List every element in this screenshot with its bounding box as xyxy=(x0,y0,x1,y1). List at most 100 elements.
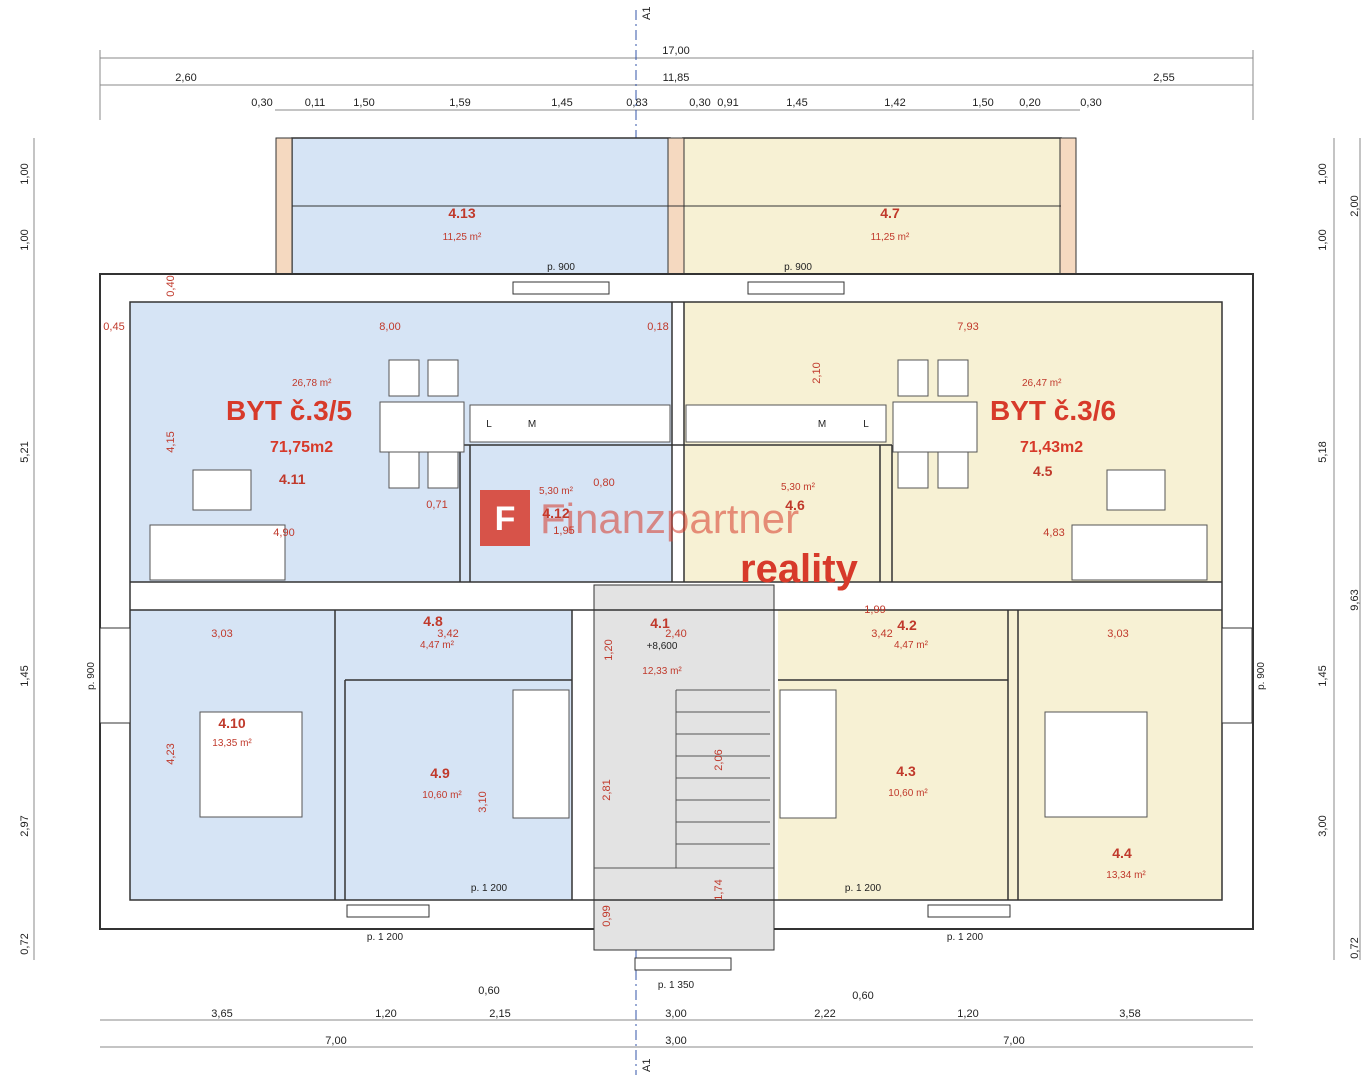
dim-top-mid: 11,85 xyxy=(663,72,690,84)
svg-text:8,00: 8,00 xyxy=(379,321,400,333)
svg-text:p. 900: p. 900 xyxy=(1256,662,1267,690)
svg-text:3,03: 3,03 xyxy=(1107,628,1128,640)
balcony-wall-right xyxy=(1059,137,1077,275)
svg-text:2,15: 2,15 xyxy=(489,1008,510,1020)
svg-text:10,60 m²: 10,60 m² xyxy=(422,790,462,801)
svg-text:4.4: 4.4 xyxy=(1112,845,1132,861)
svg-text:4.6: 4.6 xyxy=(785,497,805,513)
svg-text:0,91: 0,91 xyxy=(717,97,738,109)
dims-right-labels: 2,00 1,00 1,00 5,18 9,63 1,45 3,00 0,72 xyxy=(1317,163,1361,958)
svg-text:0,40: 0,40 xyxy=(165,275,177,296)
svg-text:11,25 m²: 11,25 m² xyxy=(443,232,482,243)
svg-text:0,72: 0,72 xyxy=(1349,937,1361,958)
room-4-5: 4.5 xyxy=(1033,463,1053,479)
kitchen-counter-left xyxy=(469,404,671,443)
dimension-lines-top xyxy=(99,50,1254,120)
svg-text:M: M xyxy=(528,419,536,430)
svg-text:0,80: 0,80 xyxy=(593,477,614,489)
svg-text:1,20: 1,20 xyxy=(957,1008,978,1020)
axis-label-top: A1 xyxy=(641,7,653,20)
svg-text:5,21: 5,21 xyxy=(19,441,31,462)
svg-text:12,33 m²: 12,33 m² xyxy=(642,666,682,677)
svg-text:3,10: 3,10 xyxy=(477,791,489,812)
stair-treads xyxy=(594,689,774,869)
svg-text:2,00: 2,00 xyxy=(1349,195,1361,216)
svg-text:3,00: 3,00 xyxy=(665,1035,686,1047)
svg-text:4,83: 4,83 xyxy=(1043,527,1064,539)
bed-single-left xyxy=(512,689,570,819)
svg-text:2,97: 2,97 xyxy=(19,815,31,836)
svg-text:4,47 m²: 4,47 m² xyxy=(420,640,455,651)
svg-text:1,00: 1,00 xyxy=(19,229,31,250)
watermark-logo-icon xyxy=(480,490,530,546)
dim-top-left: 2,60 xyxy=(175,72,196,84)
svg-text:p. 900: p. 900 xyxy=(86,662,97,690)
svg-text:4,23: 4,23 xyxy=(165,743,177,764)
svg-text:0,45: 0,45 xyxy=(103,321,124,333)
svg-text:2,06: 2,06 xyxy=(713,749,725,770)
svg-text:2,10: 2,10 xyxy=(811,362,823,383)
svg-text:p. 1 350: p. 1 350 xyxy=(658,980,695,991)
svg-text:F: F xyxy=(495,500,516,538)
svg-text:1,20: 1,20 xyxy=(375,1008,396,1020)
svg-text:4.7: 4.7 xyxy=(880,205,900,221)
dims-left-labels: 1,00 1,00 5,21 1,45 2,97 0,72 xyxy=(19,163,31,954)
room-labels: 4.13 11,25 m² 4.7 11,25 m² 4.12 5,30 m² … xyxy=(212,205,1146,881)
svg-text:0,83: 0,83 xyxy=(626,97,647,109)
inner-walls xyxy=(129,301,1223,901)
svg-text:0,30: 0,30 xyxy=(251,97,272,109)
svg-text:1,42: 1,42 xyxy=(884,97,905,109)
svg-text:4.2: 4.2 xyxy=(897,617,917,633)
watermark-reality: reality xyxy=(740,547,859,591)
svg-text:1,00: 1,00 xyxy=(19,163,31,184)
svg-text:p. 1 200: p. 1 200 xyxy=(947,932,984,943)
svg-text:1,99: 1,99 xyxy=(864,604,885,616)
sofa-right xyxy=(1071,524,1208,581)
svg-text:2,81: 2,81 xyxy=(601,779,613,800)
svg-text:4.13: 4.13 xyxy=(448,205,475,221)
svg-text:L: L xyxy=(863,419,869,430)
svg-text:+8,600: +8,600 xyxy=(647,641,678,652)
svg-text:1,00: 1,00 xyxy=(1317,163,1329,184)
kitchen-counter-right xyxy=(685,404,887,443)
svg-text:0,30: 0,30 xyxy=(689,97,710,109)
svg-text:3,58: 3,58 xyxy=(1119,1008,1140,1020)
svg-text:1,50: 1,50 xyxy=(353,97,374,109)
svg-text:4.9: 4.9 xyxy=(430,765,450,781)
svg-text:3,65: 3,65 xyxy=(211,1008,232,1020)
dining-table-left xyxy=(379,401,465,453)
dimension-lines-side xyxy=(33,138,1361,960)
svg-text:1,00: 1,00 xyxy=(1317,229,1329,250)
svg-text:1,59: 1,59 xyxy=(449,97,470,109)
svg-text:4.10: 4.10 xyxy=(218,715,245,731)
svg-text:p. 1 200: p. 1 200 xyxy=(471,883,508,894)
svg-text:p. 1 200: p. 1 200 xyxy=(367,932,404,943)
bed-single-right xyxy=(779,689,837,819)
svg-text:3,00: 3,00 xyxy=(665,1008,686,1020)
svg-text:1,45: 1,45 xyxy=(551,97,572,109)
svg-text:0,30: 0,30 xyxy=(1080,97,1101,109)
svg-text:M: M xyxy=(818,419,826,430)
svg-text:5,30 m²: 5,30 m² xyxy=(781,482,816,493)
apartment-right-title: BYT č.3/6 xyxy=(990,395,1116,426)
coffee-table-left xyxy=(192,469,252,511)
right-bedroom-zone xyxy=(778,610,1222,900)
svg-text:3,42: 3,42 xyxy=(871,628,892,640)
svg-text:0,71: 0,71 xyxy=(426,499,447,511)
svg-text:4.8: 4.8 xyxy=(423,613,443,629)
furniture xyxy=(149,359,1208,819)
watermark: F Finanzpartner reality xyxy=(480,490,859,591)
dim-row3: 0,30 0,11 1,50 1,59 1,45 0,83 0,30 0,91 … xyxy=(251,97,1101,109)
window-labels: p. 900 p. 900 p. 900 p. 900 p. 1 200 p. … xyxy=(86,262,1267,991)
room-4-11: 4.11 xyxy=(279,471,306,487)
svg-text:0,60: 0,60 xyxy=(478,985,499,997)
room-4-5-area: 26,47 m² xyxy=(1022,378,1062,389)
svg-text:7,00: 7,00 xyxy=(325,1035,346,1047)
coffee-table-right xyxy=(1106,469,1166,511)
svg-text:1,45: 1,45 xyxy=(786,97,807,109)
apartment-right-area: 71,43m2 xyxy=(1020,439,1083,456)
svg-text:4,47 m²: 4,47 m² xyxy=(894,640,929,651)
sofa-left xyxy=(149,524,286,581)
svg-text:7,93: 7,93 xyxy=(957,321,978,333)
